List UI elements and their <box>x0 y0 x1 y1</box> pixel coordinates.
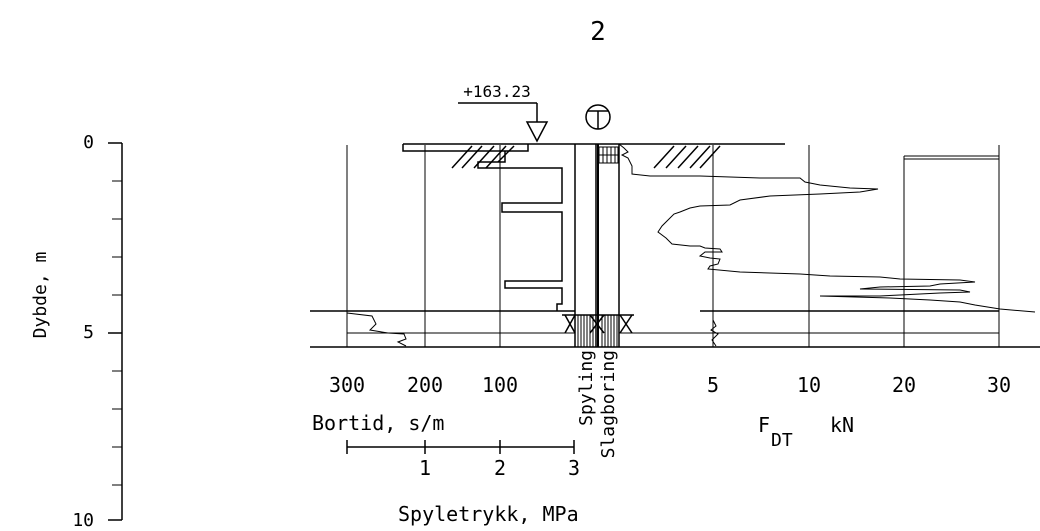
bortid-step <box>477 151 525 169</box>
elevation-label: +163.23 <box>463 82 530 101</box>
force-ticks: 5 10 20 30 F DT kN <box>707 373 1011 451</box>
method-columns <box>562 144 634 347</box>
force-tick-label: 30 <box>987 373 1011 397</box>
depth-tick-label: 5 <box>83 322 94 343</box>
depth-tick-label: 0 <box>83 132 94 153</box>
force-tick-label: 5 <box>707 373 719 397</box>
ground-hatch-icon <box>653 145 721 169</box>
force-lower-trace <box>710 319 719 347</box>
force-tick-label: 20 <box>892 373 916 397</box>
bortid-axis-label: Bortid, s/m <box>312 411 444 435</box>
depth-tick-label: 10 <box>72 510 94 531</box>
depth-axis-label: Dybde, m <box>30 252 51 339</box>
pressure-tick-label: 2 <box>494 456 506 480</box>
slagboring-label: Slagboring <box>598 350 619 458</box>
depth-axis: 0 5 10 Dybde, m <box>30 132 123 531</box>
diagram-title: 2 <box>590 17 606 47</box>
force-axis-unit: kN <box>830 413 854 437</box>
spyling-label: Spyling <box>576 350 597 426</box>
elevation-marker-icon: +163.23 <box>458 82 549 143</box>
column-bottom-hatch <box>562 314 634 347</box>
force-axis-label: F <box>758 413 770 437</box>
borehole-symbol-icon <box>585 104 611 130</box>
pressure-tick-label: 3 <box>568 456 580 480</box>
bortid-lower-trace <box>346 312 407 347</box>
pressure-tick-label: 1 <box>419 456 431 480</box>
pressure-axis: 1 2 3 Spyletrykk, MPa <box>346 440 580 526</box>
top-bar <box>402 144 529 152</box>
force-tick-label: 10 <box>797 373 821 397</box>
bortid-ticks: 300 200 100 Bortid, s/m <box>312 373 518 435</box>
force-axis-subscript: DT <box>771 430 793 451</box>
bortid-profile <box>501 167 563 311</box>
bortid-tick-label: 300 <box>329 373 365 397</box>
bortid-panel <box>310 144 1040 348</box>
bortid-tick-label: 100 <box>482 373 518 397</box>
ground-hatch-icon <box>451 145 515 169</box>
force-trace <box>618 143 1036 313</box>
bortid-tick-label: 200 <box>407 373 443 397</box>
pressure-axis-label: Spyletrykk, MPa <box>398 502 579 526</box>
force-panel <box>618 143 1036 347</box>
